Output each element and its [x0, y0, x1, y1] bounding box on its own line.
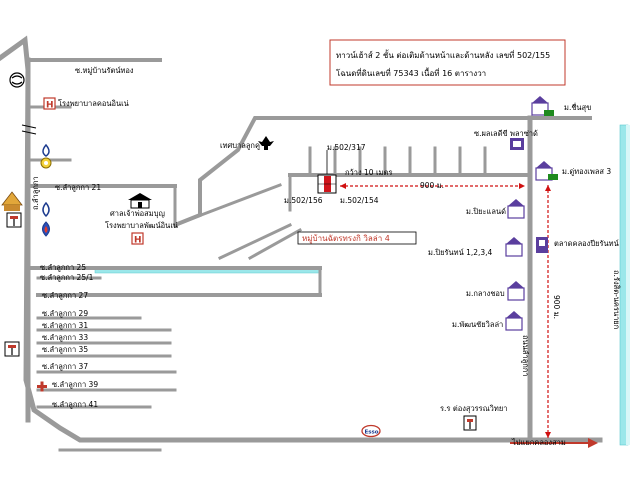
m-pattana-label: ม.พัฒนชัยวิลล่า — [452, 320, 503, 329]
fuel-logo-icon — [42, 221, 50, 237]
soi-25-label: ซ.ลำลูกกา 25 — [40, 263, 86, 272]
esso-logo-icon: Esso — [361, 424, 381, 438]
soi-village-label: ซ.หมู่บ้านรัตน์ทอง — [75, 66, 134, 75]
m-chuensuk-label: ม.ชื่นสุข — [564, 102, 591, 112]
emblem-icon — [40, 157, 52, 169]
shrine-label: ศาลเจ้าพ่อสมบุญ — [110, 209, 165, 218]
canals — [94, 124, 630, 446]
soi-33-label: ซ.ลำลูกกา 33 — [42, 333, 88, 342]
village-icon — [535, 161, 558, 181]
plaza-icon — [510, 138, 524, 150]
village-icon — [505, 237, 523, 257]
village-icon — [505, 311, 523, 331]
left-no-label: ม.502/156 — [284, 196, 323, 205]
monument-label: เทศบาลลูกคู — [220, 141, 260, 150]
target-house — [317, 174, 337, 194]
soi-35-label: ซ.ลำลูกกา 35 — [42, 345, 88, 354]
distance-markers — [340, 183, 551, 438]
road-network — [0, 35, 603, 452]
water-drop-icon — [42, 143, 50, 157]
vertical-distance-label: 900 ม. — [552, 295, 561, 319]
m-pitcha-label: ม.ปิยะแลนด์ — [466, 207, 506, 216]
soi-37-label: ซ.ลำลูกกา 37 — [42, 362, 88, 371]
esso-logo-text: Esso — [365, 430, 379, 436]
village-icon — [507, 199, 525, 219]
school-label: ร.ร ต่องสุวรรณวิทยา — [440, 404, 507, 413]
village-label: หมู่บ้านฉัตรทรงกิ วิลล่า 4 — [302, 234, 390, 244]
soi-27-label: ซ.ลำลูกกา 27 — [42, 291, 88, 300]
m-piyanan-label: ม.ปิยรันทน์ 1,2,3,4 — [428, 248, 493, 257]
m-moohong3-label: ม.ดู่ทองเพลส 3 — [562, 167, 611, 176]
hotel-label: โรงพยาบาลคอนอินเน่ — [58, 99, 129, 108]
bus-stop-icon — [4, 341, 20, 357]
rangsit-road-label: ถ.รังสิต-นครนายก — [612, 270, 621, 329]
soi-39-label: ซ.ลำลูกกา 39 — [52, 380, 98, 389]
bridge-icon — [21, 124, 37, 135]
soi-25-1-label: ซ.ลำลูกกา 25/1 — [40, 273, 94, 282]
soi-labels: ซ.หมู่บ้านรัตน์ทอง ซ.ลำลูกกา 21 ซ.ลำลูกก… — [40, 66, 134, 409]
soi-21-label: ซ.ลำลูกกา 21 — [55, 183, 101, 192]
plaza-label: ซ.ผลเลดีขี พลาซ่าด้ — [474, 129, 538, 138]
left-icons: H โรงพยาบาลคอนอินเน่ — [1, 72, 129, 392]
hospital-label: โรงพยาบาลพัฒน์อินเน่ — [105, 221, 178, 230]
title-line1: ทาวน์เฮ้าส์ 2 ชั้น ต่อเติมด้านหน้าและด้า… — [336, 49, 550, 60]
hospital-cross-icon — [37, 381, 47, 392]
width-label: กว้าง 10 เมตร — [345, 168, 392, 177]
village-label-box — [297, 231, 417, 245]
horizontal-distance-label: 900 ม. — [420, 181, 444, 190]
hotel-icon: H — [43, 97, 56, 111]
soi-41-label: ซ.ลำลูกกา 41 — [52, 400, 98, 409]
village-icon — [507, 281, 525, 301]
ptt-logo-icon — [42, 201, 50, 218]
svg-text:H: H — [134, 236, 142, 246]
shrine-icon — [128, 193, 152, 209]
monument-icon — [258, 136, 274, 150]
soi-29-label: ซ.ลำลูกกา 29 — [42, 309, 88, 318]
right-no-label: ม.502/154 — [340, 196, 379, 205]
bottom-road-label: ไปแยกคลองสาม — [511, 438, 566, 447]
temple-icon — [1, 191, 23, 211]
svg-text:H: H — [46, 101, 54, 111]
village-icon — [531, 96, 554, 116]
market-icon — [536, 237, 548, 253]
market-label: ตลาดคลองปียรันทน์ — [554, 239, 619, 248]
lamlukka-road-label: ถนนลำลูกกา — [521, 335, 530, 377]
bus-stop-icon — [6, 212, 22, 228]
house-no-label: ม.502/317 — [327, 143, 366, 152]
school-icon — [463, 415, 477, 431]
title-box: ทาวน์เฮ้าส์ 2 ชั้น ต่อเติมด้านหน้าและด้า… — [329, 39, 566, 86]
m-klang-label: ม.กลางชอบ — [466, 289, 505, 298]
title-line2: โฉนดที่ดินเลขที่ 75343 เนื้อที่ 16 ตาราง… — [336, 67, 486, 78]
soi-31-label: ซ.ลำลูกกา 31 — [42, 321, 88, 330]
right-places: ม.ชื่นสุข ซ.ผลเลดีขี พลาซ่าด้ ม.ดู่ทองเพ… — [428, 96, 619, 431]
hospital-icon: H — [131, 232, 144, 246]
bank-logo-icon — [9, 72, 25, 88]
direction-arrow — [510, 438, 598, 448]
left-road-label: ถ.ลำลูกกา — [31, 176, 40, 210]
